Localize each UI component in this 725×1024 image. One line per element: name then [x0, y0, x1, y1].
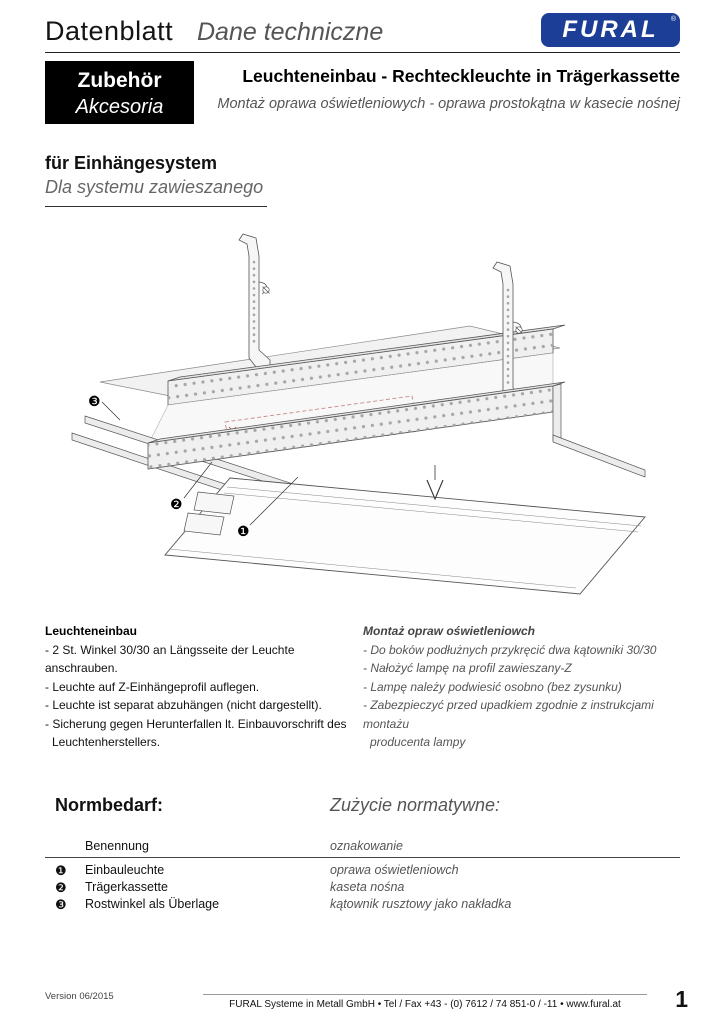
callout-leader-lines: [101, 401, 299, 526]
fural-logo: FURAL ®: [541, 13, 680, 47]
instructions-de: Leuchteneinbau - 2 St. Winkel 30/30 an L…: [45, 622, 359, 752]
document-title-de: Datenblatt: [45, 16, 174, 46]
instruction-line: - Lampę należy podwiesić osobno (bez zys…: [363, 679, 622, 694]
drawing-callout-2: ❷: [170, 496, 183, 512]
instruction-line: - Sicherung gegen Herunterfallen lt. Ein…: [45, 716, 347, 731]
norm-table-rule: [45, 857, 680, 858]
instruction-line: - Nałożyć lampę na profil zawieszany-Z: [363, 661, 572, 675]
category-label-de: Zubehör: [77, 69, 162, 92]
instruction-line: - Leuchte auf Z-Einhängeprofil auflegen.: [45, 679, 260, 694]
page-number: 1: [675, 986, 688, 1012]
row-number-badge: ❷: [55, 880, 67, 895]
hanger-left: [238, 233, 271, 368]
row-number-badge: ❸: [55, 897, 67, 912]
norm-title-pl: Zużycie normatywne:: [330, 795, 501, 815]
isometric-drawing-svg: ❸ ❷ ❶: [71, 233, 646, 595]
category-box: Zubehör Akcesoria: [45, 61, 194, 124]
row-label-pl: kaseta nośna: [330, 880, 405, 894]
table-row: ❶ Einbauleuchte oprawa oświetleniowch: [45, 863, 680, 880]
system-heading-de: für Einhängesystem: [45, 153, 218, 173]
instructions-pl: Montaż opraw oświetleniowch - Do boków p…: [363, 622, 685, 752]
instruction-line: - Do boków podłużnych przykręcić dwa kąt…: [363, 642, 657, 657]
version-label: Version 06/2015: [45, 991, 114, 1002]
norm-column-header-de: Benennung: [85, 839, 149, 853]
instruction-line: - Leuchte ist separat abzuhängen (nicht …: [45, 698, 322, 712]
carrier-rail-front: [147, 381, 566, 470]
instructions-pl-heading: Montaż opraw oświetleniowch: [363, 624, 536, 638]
row-label-de: Einbauleuchte: [85, 863, 165, 877]
fural-logo-text: FURAL: [562, 16, 659, 43]
page-title-pl: Montaż oprawa oświetleniowych - oprawa p…: [217, 96, 680, 112]
system-heading-pl: Dla systemu zawieszanego: [45, 177, 264, 197]
norm-column-header-pl: oznakowanie: [330, 839, 403, 853]
instruction-line: - 2 St. Winkel 30/30 an Längsseite der L…: [45, 642, 295, 676]
table-row: ❸ Rostwinkel als Überlage kątownik ruszt…: [45, 897, 680, 914]
registered-mark: ®: [670, 16, 676, 23]
carrier-rail-back: [167, 324, 566, 406]
instruction-line: - Zabezpieczyć przed upadkiem zgodnie z …: [363, 698, 654, 731]
row-label-pl: kątownik rusztowy jako nakładka: [330, 897, 512, 911]
system-rule: [45, 206, 267, 207]
row-number-badge: ❶: [55, 863, 67, 878]
row-label-de: Rostwinkel als Überlage: [85, 897, 220, 911]
cassette-panel: [164, 477, 646, 595]
z-profile-section-mark: [426, 465, 444, 501]
instruction-line: Leuchtenherstellers.: [52, 735, 161, 749]
norm-title-de: Normbedarf:: [55, 795, 164, 815]
technical-drawing: ❸ ❷ ❶: [60, 230, 660, 620]
instruction-line: producenta lampy: [370, 735, 466, 749]
instructions-de-heading: Leuchteneinbau: [45, 624, 138, 638]
header-rule: [45, 52, 680, 53]
document-title-pl: Dane techniczne: [197, 18, 384, 46]
row-label-pl: oprawa oświetleniowch: [330, 863, 459, 877]
drawing-callout-3: ❸: [88, 393, 101, 409]
drawing-callout-1: ❶: [237, 523, 250, 539]
row-label-de: Trägerkassette: [85, 880, 168, 894]
page-title-de: Leuchteneinbau - Rechteckleuchte in Träg…: [242, 66, 680, 86]
edge-profiles: [552, 383, 646, 478]
company-footer-line: FURAL Systeme in Metall GmbH • Tel / Fax…: [203, 994, 647, 1010]
category-label-pl: Akcesoria: [75, 96, 164, 118]
table-row: ❷ Trägerkassette kaseta nośna: [45, 880, 680, 897]
